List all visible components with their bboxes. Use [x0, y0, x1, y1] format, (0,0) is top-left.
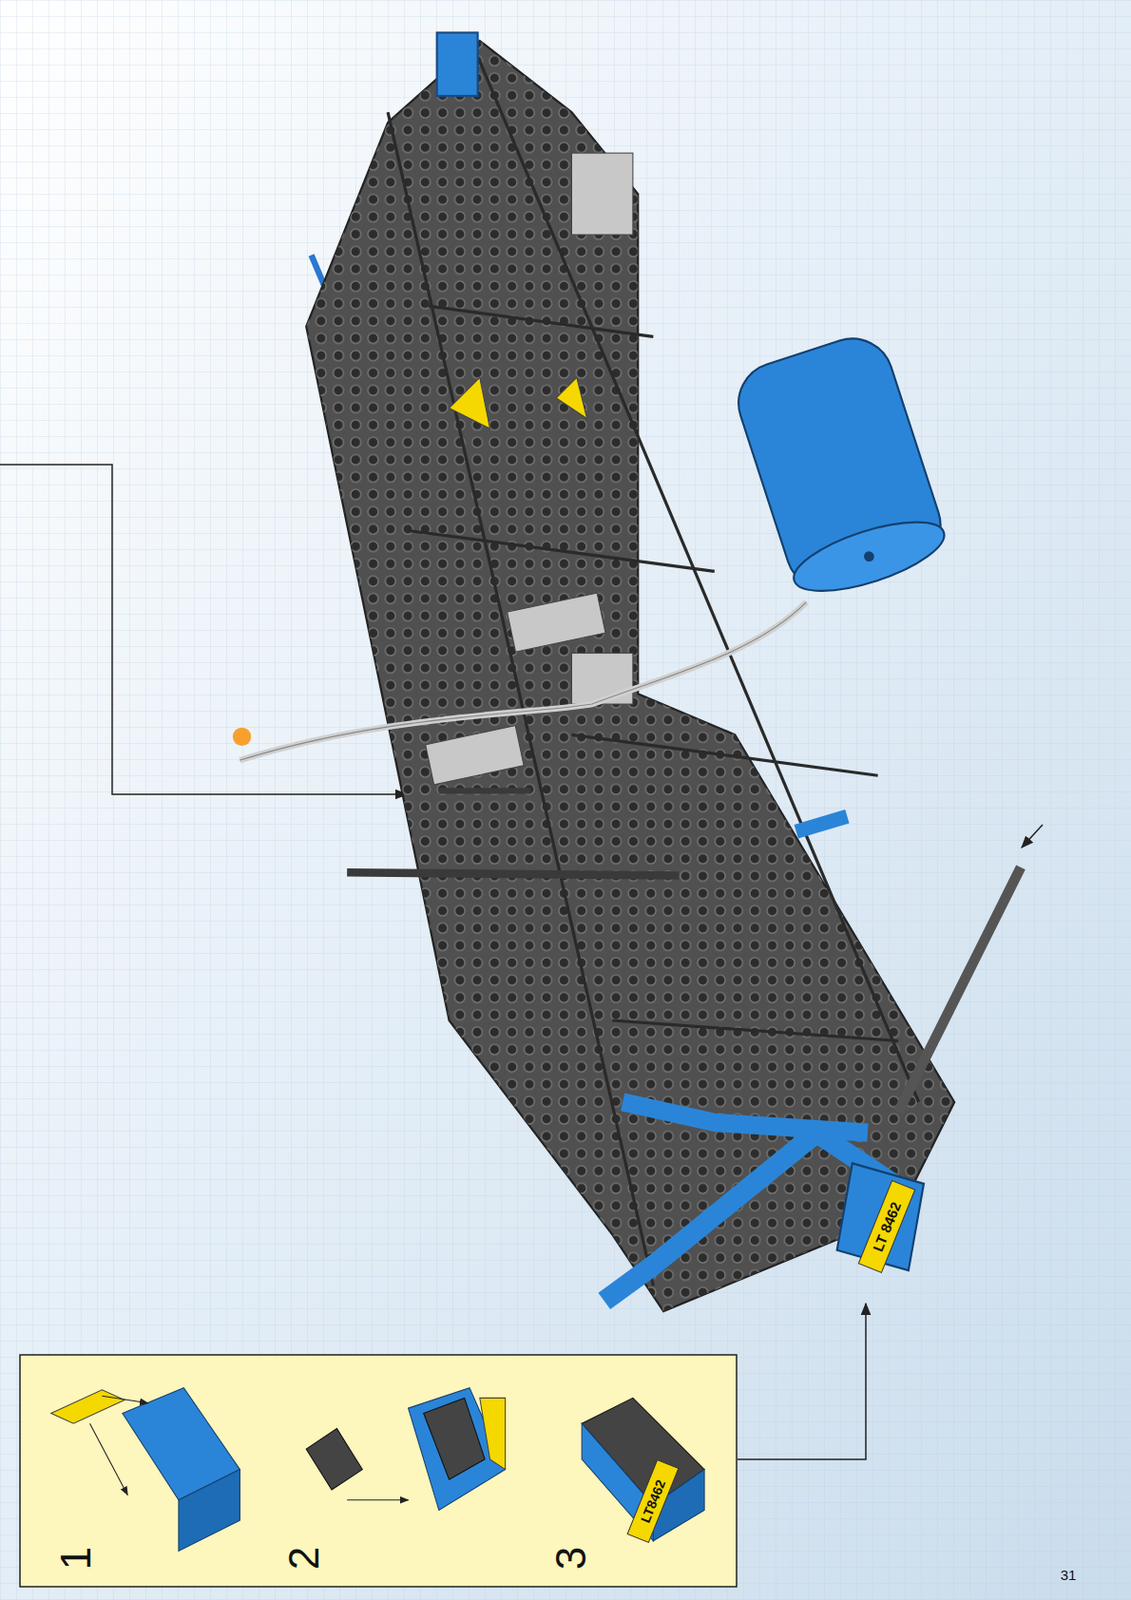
page-number: 31	[1060, 1568, 1077, 1583]
inset-panel	[19, 1355, 737, 1588]
leader-arrow	[1021, 824, 1043, 848]
step-number: 2	[283, 1547, 326, 1571]
leader-arrow	[737, 1303, 866, 1460]
inset-figures	[51, 1388, 705, 1553]
step-number: 3	[550, 1547, 593, 1571]
sticker	[858, 1181, 915, 1274]
step-number: 1	[55, 1547, 97, 1571]
sticker	[627, 1460, 679, 1544]
sticker-text: LT8462	[638, 1477, 669, 1525]
sticker-text: LT 8462	[870, 1200, 903, 1254]
model	[232, 32, 1021, 1312]
